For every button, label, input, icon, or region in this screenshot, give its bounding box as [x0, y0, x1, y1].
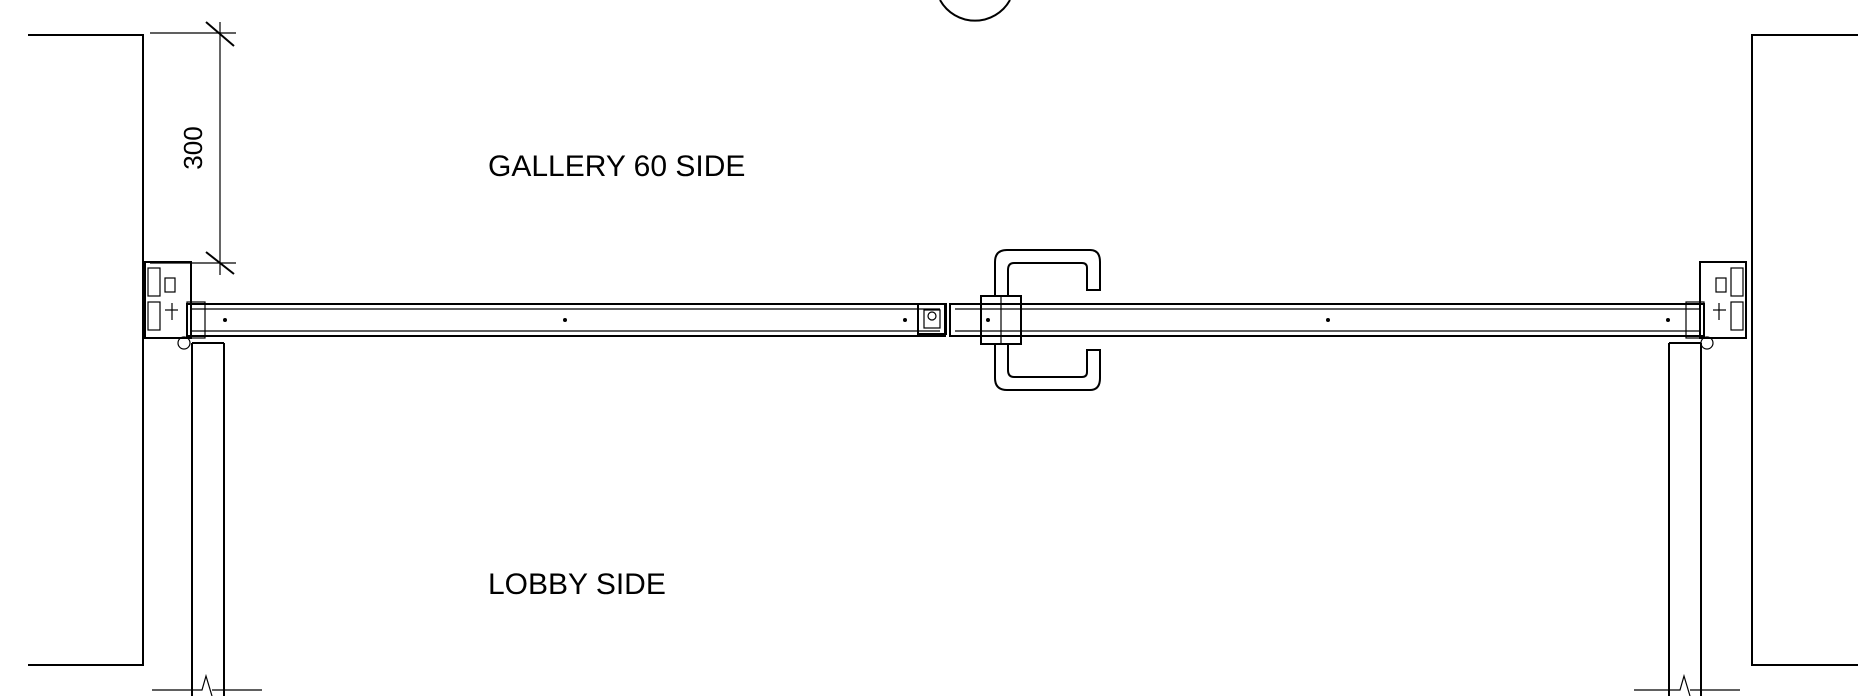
left-wall: [28, 34, 144, 666]
lever-handle: [980, 249, 1101, 391]
lobby-side-label: LOBBY SIDE: [488, 568, 666, 601]
meeting-stile-latch: [917, 303, 947, 337]
left-hinge-frame: [144, 261, 206, 350]
left-partition: [152, 342, 262, 696]
left-door-leaf: [186, 303, 946, 337]
gallery-side-label: GALLERY 60 SIDE: [488, 150, 745, 183]
right-partition: [1634, 342, 1740, 696]
dimension-value: 300: [178, 126, 208, 169]
section-marker-circle: [939, 0, 1011, 22]
right-wall: [1751, 34, 1858, 666]
right-door-leaf: [949, 303, 1705, 337]
right-hinge-frame: [1685, 261, 1747, 350]
